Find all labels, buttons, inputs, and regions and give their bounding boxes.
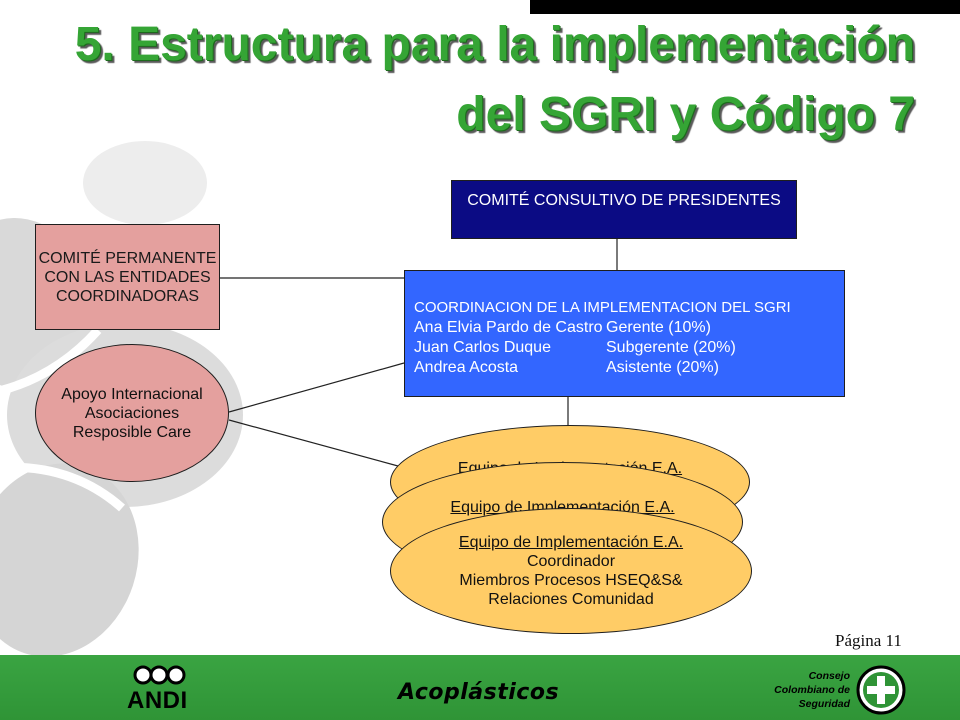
footer-logo-bar: ANDI Acoplásticos Consejo Colombiano de …: [0, 655, 960, 720]
ccs-logo-line: Seguridad: [798, 698, 850, 710]
watermark-petal: [83, 141, 207, 225]
support-line: Apoyo Internacional: [61, 385, 203, 403]
team-line: Relaciones Comunidad: [488, 591, 654, 608]
coordination-member-row: Andrea Acosta Asistente (20%): [414, 358, 844, 378]
coordination-member-row: Juan Carlos Duque Subgerente (20%): [414, 338, 844, 358]
coordination-member-row: Ana Elvia Pardo de Castro Gerente (10%): [414, 318, 844, 338]
andi-logo-text: ANDI: [127, 687, 188, 714]
team-line: Miembros Procesos HSEQ&S&: [459, 572, 683, 589]
ccs-logo-line: Colombiano de: [774, 684, 850, 696]
top-black-bar: [530, 0, 960, 14]
coordination-title: COORDINACION DE LA IMPLEMENTACION DEL SG…: [414, 299, 791, 316]
andi-logo-icon: [133, 665, 186, 685]
member-role: Gerente (10%): [606, 319, 711, 336]
team-title: Equipo de Implementación E.A.: [458, 534, 684, 551]
permanent-committee-line: COORDINADORAS: [55, 287, 200, 305]
member-name: Ana Elvia Pardo de Castro: [414, 319, 603, 336]
member-role: Asistente (20%): [606, 359, 719, 376]
ccs-logo-text: Consejo Colombiano de Seguridad: [774, 669, 850, 711]
permanent-committee-box: COMITÉ PERMANENTE CON LAS ENTIDADES COOR…: [35, 224, 220, 330]
consultive-committee-label: COMITÉ CONSULTIVO DE PRESIDENTES: [467, 192, 781, 209]
watermark-petal: [0, 463, 139, 657]
member-name: Andrea Acosta: [414, 359, 519, 376]
permanent-committee-line: CON LAS ENTIDADES: [44, 268, 211, 286]
support-line: Asociaciones: [84, 404, 180, 422]
consultive-committee-box: COMITÉ CONSULTIVO DE PRESIDENTES: [451, 180, 797, 239]
page-number: Página 11: [835, 631, 902, 650]
international-support-ellipse: Apoyo Internacional Asociaciones Resposi…: [35, 344, 229, 482]
support-line: Resposible Care: [72, 423, 192, 441]
watermark-gap: [0, 326, 102, 396]
implementation-team-ellipse-3: Equipo de Implementación E.A. Coordinado…: [390, 508, 752, 634]
slide-title: 5. Estructura para la implementación del…: [75, 10, 915, 150]
member-name: Juan Carlos Duque: [414, 339, 551, 356]
connector-support-to-team: [228, 419, 399, 467]
team-line: Coordinador: [526, 553, 616, 570]
permanent-committee-line: COMITÉ PERMANENTE: [38, 249, 217, 267]
member-role: Subgerente (20%): [606, 339, 736, 356]
acoplasticos-logo-text: Acoplásticos: [398, 680, 560, 705]
title-line-2: del SGRI y Código 7: [456, 88, 915, 141]
ccs-logo-line: Consejo: [808, 670, 850, 682]
title-line-1: 5. Estructura para la implementación: [74, 18, 915, 71]
ccs-cross-emblem-icon: [856, 665, 906, 715]
coordination-box: COORDINACION DE LA IMPLEMENTACION DEL SG…: [404, 270, 845, 397]
watermark-gap: [0, 462, 125, 512]
connector-support-to-coordination: [228, 362, 405, 413]
